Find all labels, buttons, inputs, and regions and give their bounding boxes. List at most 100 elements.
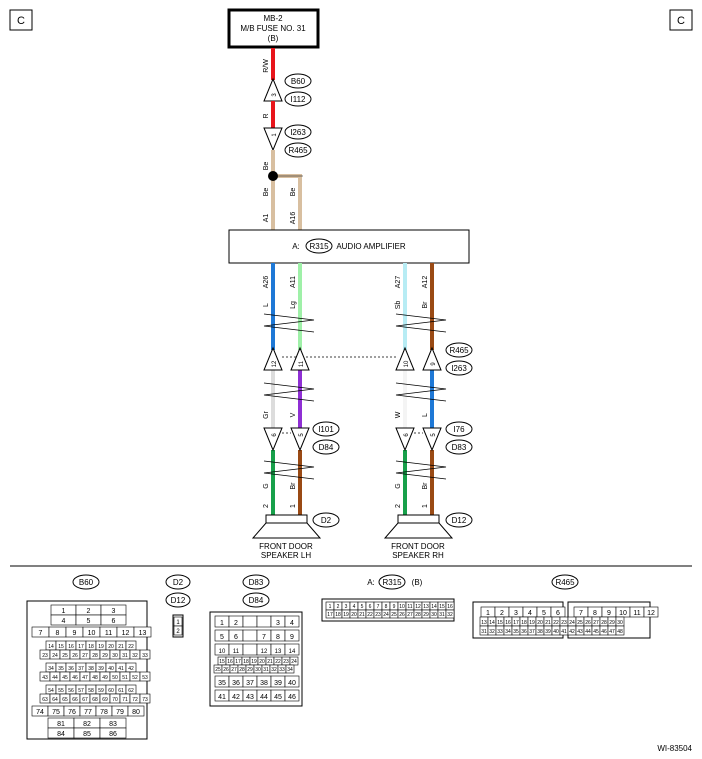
speaker-lh-magnet [265, 514, 308, 524]
label-oval-i76 [445, 421, 473, 437]
label-oval-i263 [284, 124, 312, 140]
connector-pin-cell [285, 664, 295, 674]
connector-pin-number: 13 [481, 620, 487, 626]
label-oval-upper-i263 [445, 360, 473, 376]
connector-pin-number: 20 [259, 659, 265, 665]
amp-connector-oval [305, 238, 333, 254]
connector-pin-number: 4 [62, 618, 66, 625]
connector-pin-number: 48 [92, 675, 98, 681]
connector-pin-number: 27 [593, 620, 599, 626]
connector-pin-number: 45 [62, 675, 68, 681]
connector-pin-cell [284, 689, 300, 702]
connector-pin-number: 50 [112, 675, 118, 681]
legend-label-d83: D83 [249, 578, 264, 587]
connector-pin-number: 15 [439, 604, 445, 610]
connector-pin-number: 40 [553, 629, 559, 635]
connector-pin-number: 36 [68, 666, 74, 672]
connector-pin-number: 11 [105, 630, 112, 637]
connector-pin-number: 8 [593, 610, 597, 617]
connector-pin-number: 24 [383, 612, 389, 618]
connector-pin-number: 34 [287, 667, 293, 673]
legend-label-r315: R315 [382, 578, 402, 587]
legend-oval-d83 [242, 574, 270, 590]
connector-pin-number: 44 [260, 694, 268, 701]
connector-pin-number: 81 [57, 721, 65, 728]
connector-pin-number: 43 [42, 675, 48, 681]
connector-pin-number: 69 [102, 697, 108, 703]
connector-pin-number: 3 [276, 620, 280, 627]
connector-pin-number: 47 [609, 629, 615, 635]
corner-marker-left: C [17, 15, 25, 27]
wire-color-r: R [263, 113, 270, 118]
speaker-rh-cone [383, 522, 454, 539]
upper-connector-triangles [263, 346, 442, 371]
connector-pin-number: 28 [601, 620, 607, 626]
connector-pin-number: 45 [274, 694, 282, 701]
connector-pin-number: 39 [98, 666, 104, 672]
connector-pin-number: 41 [118, 666, 124, 672]
connector-pin-number: 23 [561, 620, 567, 626]
connector-pin-number: 25 [62, 653, 68, 659]
connector-pin-number: 26 [585, 620, 591, 626]
speaker-rh-magnet [397, 514, 440, 524]
connector-i263-symbol [263, 127, 283, 152]
connector-pin-number: 79 [116, 709, 124, 716]
connector-pin-number: 9 [73, 630, 77, 637]
connector-pin-number: 30 [431, 612, 437, 618]
connector-pin-number: 10 [399, 604, 405, 610]
connector-pin-number: 8 [56, 630, 60, 637]
connector-pin-number: 10 [619, 610, 627, 617]
connector-pin-number: 18 [521, 620, 527, 626]
connector-pin-number: 21 [545, 620, 551, 626]
connector-pin-number: 5 [542, 610, 546, 617]
connector-pin-number: 40 [108, 666, 114, 672]
connector-pin-number: 66 [72, 697, 78, 703]
label-b60: B60 [291, 77, 306, 86]
wire-color-be-splice: Be [263, 162, 270, 171]
amp-pin-a27: A27 [395, 276, 402, 289]
pin-rh-upper-left: 10 [404, 360, 410, 367]
speaker-lh-cone [251, 522, 322, 539]
connector-b60-symbol [263, 77, 283, 102]
connector-pin-number: 67 [82, 697, 88, 703]
connector-pin-number: 19 [98, 644, 104, 650]
connector-pin-number: 62 [128, 688, 134, 694]
legend-oval-d84 [242, 592, 270, 608]
connector-pin-number: 51 [122, 675, 128, 681]
connector-pin-number: 77 [84, 709, 92, 716]
connector-pin-number: 53 [142, 675, 148, 681]
pin-rh-spk-right: 1 [422, 504, 429, 508]
pin-lh-spk-left: 2 [263, 504, 270, 508]
connector-pin-number: 33 [279, 667, 285, 673]
connector-pin-number: 57 [78, 688, 84, 694]
connector-pin-number: 60 [108, 688, 114, 694]
connector-pin-number: 7 [579, 610, 583, 617]
connector-pin-number: 2 [500, 610, 504, 617]
connector-pin-number: 13 [275, 649, 282, 655]
connector-pin-number: 4 [528, 610, 532, 617]
connector-pin-number: 26 [399, 612, 405, 618]
connector-pin-number: 75 [52, 709, 60, 716]
legend-label-d2: D2 [173, 578, 184, 587]
connector-pin-cell [133, 626, 152, 638]
connector-pin-number: 43 [577, 629, 583, 635]
connector-pin-number: 2 [176, 629, 180, 635]
connector-pin-number: 58 [88, 688, 94, 694]
connector-pin-number: 44 [585, 629, 591, 635]
connector-pin-cell [139, 671, 151, 682]
legend-label-r465: R465 [555, 578, 575, 587]
connector-pin-number: 5 [361, 604, 364, 610]
corner-marker-right-box [669, 9, 693, 31]
connector-pin-number: 28 [239, 667, 245, 673]
label-d83: D83 [452, 443, 467, 452]
connector-pin-number: 46 [72, 675, 78, 681]
connector-pin-number: 56 [68, 688, 74, 694]
legend-oval-d2 [165, 574, 191, 590]
connector-pin-number: 68 [92, 697, 98, 703]
connector-pin-cell [139, 693, 151, 704]
connector-pin-number: 27 [407, 612, 413, 618]
amp-prefix: A: [292, 242, 300, 251]
label-oval-i101 [312, 421, 340, 437]
